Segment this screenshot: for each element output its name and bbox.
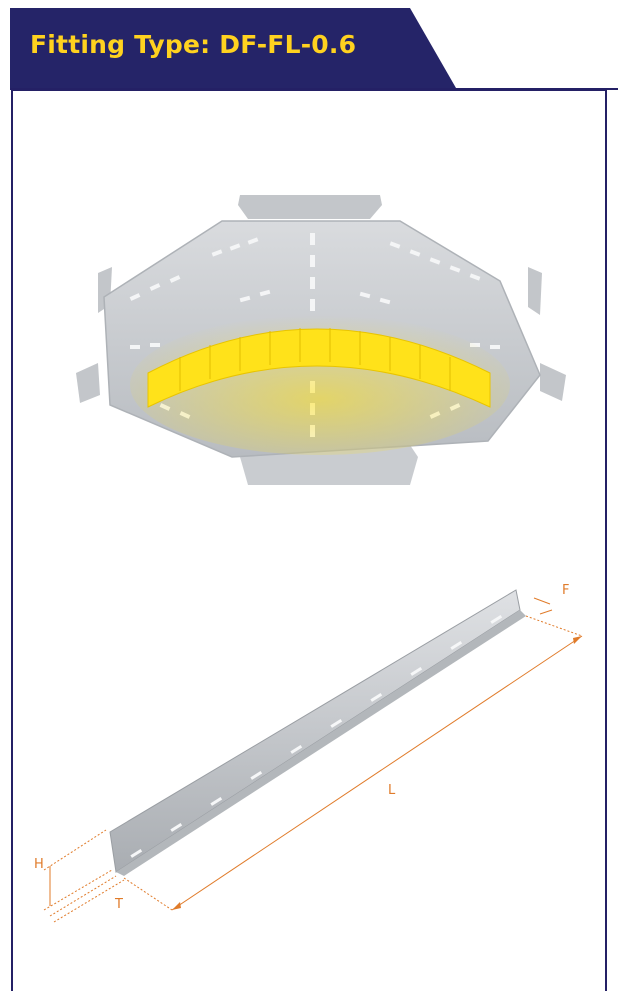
cross-fitting-image: [70, 185, 580, 505]
page-title: Fitting Type: DF-FL-0.6: [30, 30, 357, 59]
dimension-label-t: T: [115, 897, 123, 912]
content-frame: [11, 89, 607, 991]
flange-strip-drawing: [20, 570, 610, 950]
dimension-label-f: F: [562, 583, 570, 598]
dimension-label-h: H: [34, 857, 44, 872]
dimension-label-l: L: [388, 783, 396, 798]
